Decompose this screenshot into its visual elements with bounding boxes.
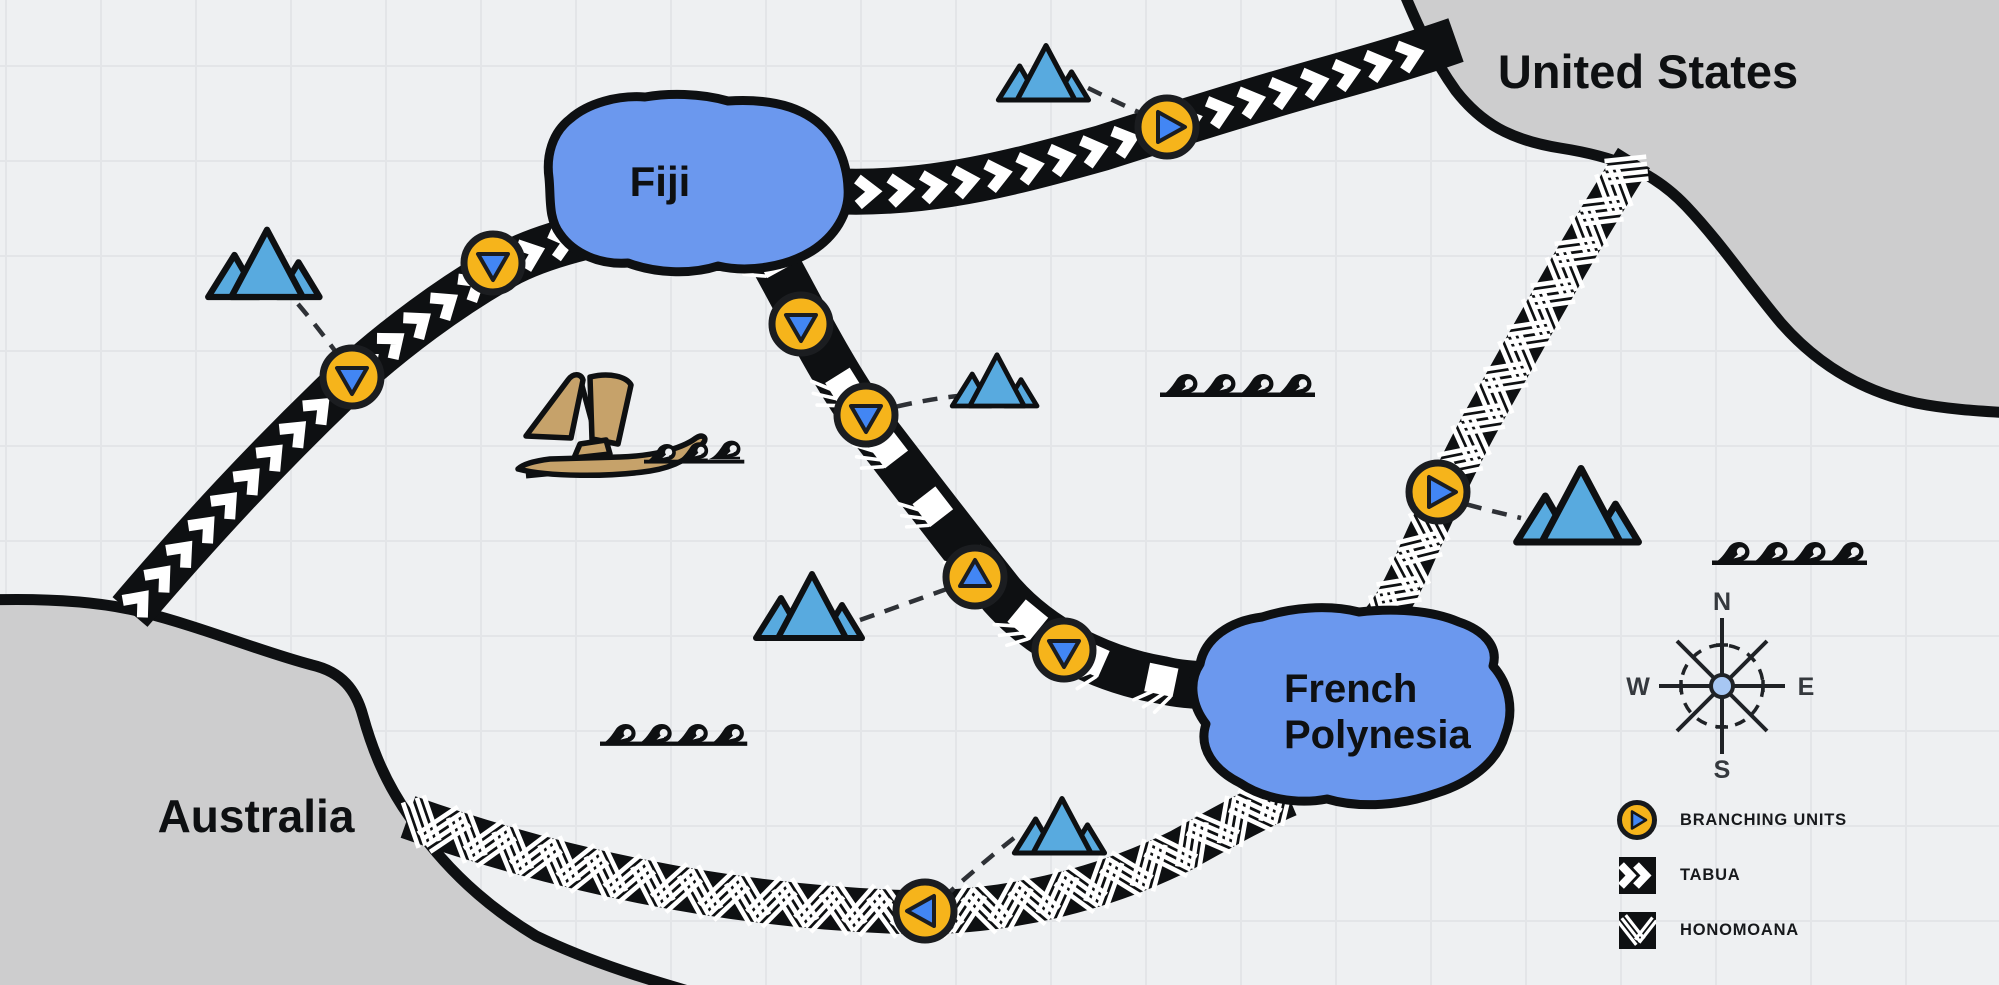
compass-east-label: E [1798,673,1815,701]
chevron-pattern-glyph [1204,96,1235,130]
compass-north-label: N [1713,588,1731,616]
canoe-illustration [515,372,745,479]
chevron-pattern-glyph [165,540,193,569]
legend-item-branching-units: BRANCHING UNITS [1616,799,1847,841]
legend-label: TABUA [1680,865,1741,884]
ocean-wave-icon [1712,541,1867,565]
map-labels: Australia United StatesFijiFrenchPolynesi… [158,45,1799,842]
map-label-united-states: United States [1498,45,1798,98]
polynesian-canoe-icon [515,372,745,479]
chevron-pattern-glyph [403,312,431,341]
compass-west-label: W [1626,673,1650,701]
landmass-united-states [1401,0,1999,418]
chevron-pattern-glyph [886,173,916,208]
tabua-pattern-icon [1616,854,1658,896]
branching-unit-node [892,878,958,944]
ocean-wave-icon [1160,373,1315,397]
wave-icons [600,373,1867,746]
map-label-fiji: Fiji [630,158,691,205]
island-blob-french-polynesia [1188,603,1515,810]
compass-south-label: S [1714,756,1731,784]
chevron-pattern-glyph [1236,86,1267,120]
branching-unit-node [833,382,899,448]
branching-unit-node [460,230,526,296]
map-label-french-polynesia: French [1284,667,1417,711]
island-blobs [543,89,1515,810]
dashed-connector [930,836,1016,910]
legend-label: HONOMOANA [1680,920,1800,939]
chevron-pattern-glyph [1300,67,1330,102]
branching-unit-icon [1616,799,1658,841]
branching-unit-node [942,544,1008,610]
dashed-connector [1086,85,1164,126]
chevron-pattern-glyph [302,398,330,426]
chevron-pattern-glyph [1047,143,1077,178]
chevron-pattern-glyph [376,332,405,361]
honomoana-pattern-icon [1616,909,1658,951]
map-label-australia: Australia [158,790,355,842]
branching-unit-node [768,291,834,357]
chevron-pattern-glyph [429,292,459,322]
mountain-island-icon [995,43,1092,103]
ocean-wave-icon [600,723,748,746]
chevron-pattern-glyph [1331,58,1362,93]
chevron-pattern-glyph [209,492,238,520]
feather-pattern-glyph [897,486,954,529]
feather-pattern-glyph [992,599,1049,648]
legend-item-honomoana: HONOMOANA [1616,909,1847,951]
legend: BRANCHING UNITS TABUA [1616,799,1847,951]
chevron-pattern-glyph [143,565,171,593]
chevron-pattern-glyph [187,516,215,544]
mountain-island-icon [949,352,1040,409]
chevron-pattern-glyph [854,174,883,210]
map-label-french-polynesia: Polynesia [1284,713,1472,757]
feather-pattern-glyph [1131,662,1179,715]
legend-item-tabua: TABUA [1616,854,1847,896]
branching-unit-node [319,344,385,410]
branching-unit-node [1405,459,1471,525]
chevron-pattern-glyph [1110,125,1140,159]
mountain-island-icon [205,226,323,301]
chevron-pattern-glyph [951,165,981,200]
chevron-pattern-glyph [983,159,1013,194]
compass-rose: N S E W [1626,588,1814,784]
chevron-pattern-glyph [278,421,307,449]
chevron-pattern-glyph [918,170,949,205]
mountain-island-icon [1513,464,1642,546]
chevron-pattern-glyph [1015,152,1045,186]
chevron-pattern-glyph [255,444,283,472]
legend-label: BRANCHING UNITS [1680,810,1847,829]
chevron-pattern-glyph [1268,77,1298,111]
chevron-pattern-glyph [1394,40,1425,74]
branching-unit-node [1031,617,1097,683]
mountain-island-icon [1011,796,1108,856]
chevron-pattern-glyph [1079,135,1109,169]
branching-unit-nodes [319,94,1471,944]
mountain-island-icon [753,571,865,641]
chevron-pattern-glyph [121,590,149,618]
chevron-pattern-glyph [1363,49,1393,84]
chevron-pattern-glyph [232,468,260,496]
island-blob-fiji [543,89,853,277]
branching-unit-node [1134,94,1200,160]
mountain-icons [205,43,1642,856]
chevron-pattern-glyph [515,239,546,272]
